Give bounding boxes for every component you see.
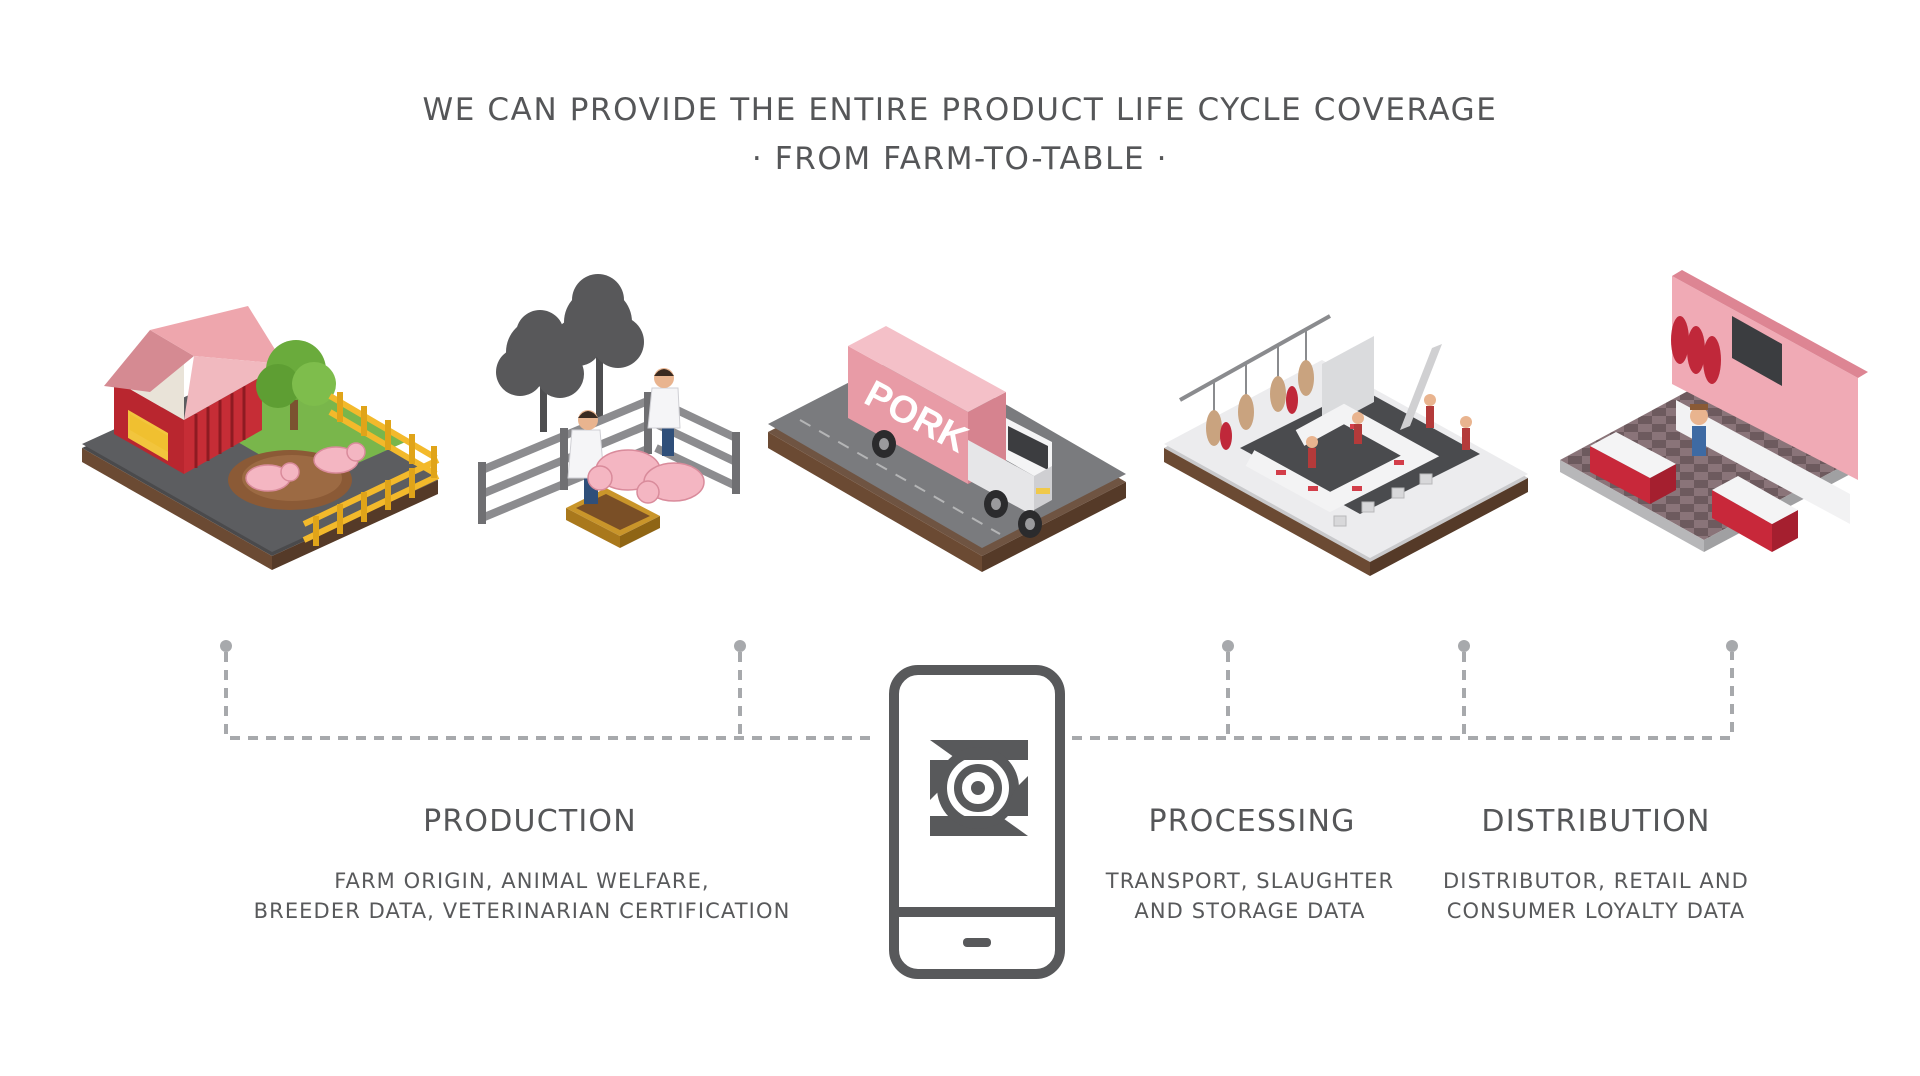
company-logo-icon <box>930 740 1028 836</box>
stage-description-line: CONSUMER LOYALTY DATA <box>1446 899 1746 923</box>
stage-description-line: BREEDER DATA, VETERINARIAN CERTIFICATION <box>253 899 791 923</box>
processing-plant-icon <box>1164 314 1528 576</box>
headline: WE CAN PROVIDE THE ENTIRE PRODUCT LIFE C… <box>422 92 1498 128</box>
stage-description-line: AND STORAGE DATA <box>1134 899 1366 923</box>
stage-title-production: PRODUCTION <box>423 804 637 839</box>
stage-description-distribution: DISTRIBUTOR, RETAIL AND CONSUMER LOYALTY… <box>1443 866 1749 926</box>
stage-description-production: FARM ORIGIN, ANIMAL WELFARE, BREEDER DAT… <box>254 866 791 926</box>
subheadline: · FROM FARM-TO-TABLE · <box>751 141 1169 177</box>
connector-dots <box>220 640 1738 652</box>
butcher-shop-icon <box>1560 270 1868 552</box>
stage-title-processing: PROCESSING <box>1148 804 1356 839</box>
stage-title-distribution: DISTRIBUTION <box>1481 804 1711 839</box>
stage-description-line: DISTRIBUTOR, RETAIL AND <box>1443 869 1749 893</box>
stage-description-line: TRANSPORT, SLAUGHTER <box>1105 869 1395 893</box>
veterinarian-scene-icon <box>478 274 740 548</box>
connector-lines <box>224 652 1734 740</box>
farm-scene-icon <box>82 306 440 570</box>
stage-description-processing: TRANSPORT, SLAUGHTER AND STORAGE DATA <box>1106 866 1394 926</box>
stage-description-line: FARM ORIGIN, ANIMAL WELFARE, <box>334 869 710 893</box>
truck-scene-icon: PORK <box>768 326 1126 572</box>
